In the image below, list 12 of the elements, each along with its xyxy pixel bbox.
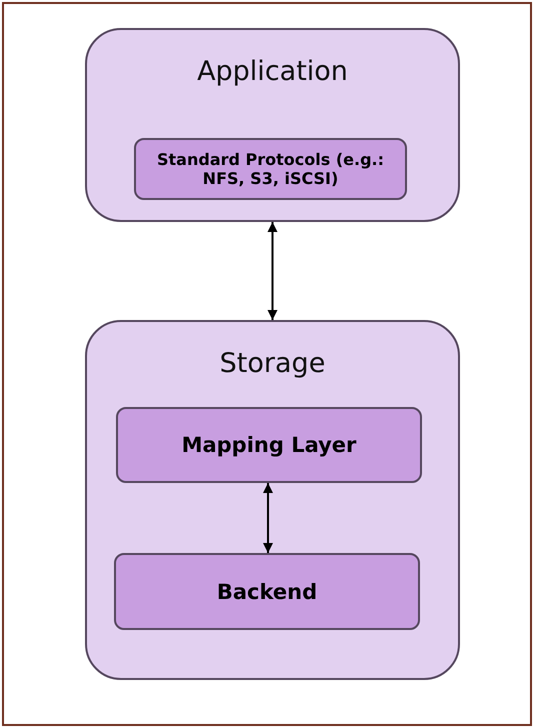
group-box — [85, 28, 460, 222]
box-label: Backend — [216, 580, 318, 604]
component-box — [134, 138, 407, 200]
double-arrow — [263, 483, 273, 553]
group-box — [85, 320, 460, 680]
component-box — [114, 553, 420, 630]
component-box — [116, 407, 422, 483]
double-arrow — [268, 222, 278, 320]
box-label: Standard Protocols (e.g.: NFS, S3, iSCSI) — [156, 150, 385, 188]
box-label: Mapping Layer — [182, 433, 356, 457]
group-title: Application — [197, 56, 348, 87]
group-title: Storage — [220, 348, 326, 379]
